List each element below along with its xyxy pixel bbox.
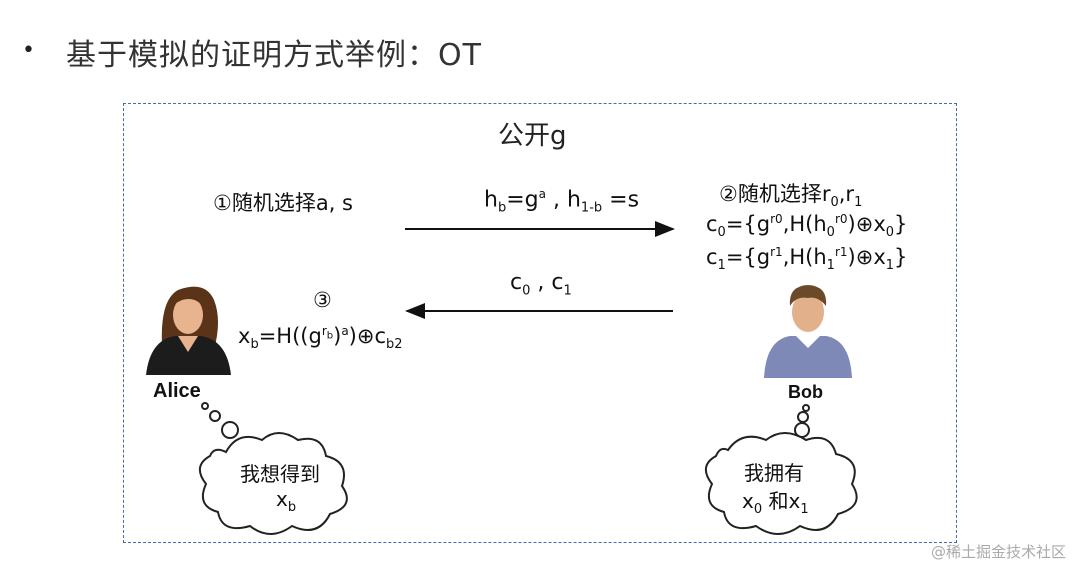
alice-cloud-line1: 我想得到: [240, 462, 320, 486]
bob-cloud-line1: 我拥有: [744, 461, 804, 485]
bob-c1-formula: c1={gr1,H(h1r1)⊕x1}: [706, 245, 908, 274]
bob-thought-cloud: [705, 404, 858, 535]
bullet: •: [22, 38, 35, 63]
bob-name: Bob: [788, 382, 823, 402]
slide-title: 基于模拟的证明方式举例：OT: [66, 38, 482, 73]
alice-step3-formula: xb=H((grb)a)⊕cb2: [238, 324, 403, 353]
public-label: 公开g: [498, 121, 567, 151]
alice-figure: [146, 286, 231, 375]
bob-step2: ②随机选择r0,r1: [719, 182, 863, 211]
bob-c0-formula: c0={gr0,H(h0r0)⊕x0}: [706, 212, 908, 241]
bob-figure: [764, 285, 852, 378]
message-backward: c0 , c1: [510, 270, 572, 299]
watermark: @稀土掘金技术社区: [930, 543, 1066, 561]
alice-step1: ①随机选择a, s: [213, 191, 353, 215]
alice-step3-number: ③: [313, 288, 332, 312]
message-forward: hb=ga , h1-b =s: [484, 187, 640, 216]
alice-name: Alice: [153, 380, 201, 402]
bob-cloud-line2: x0 和x1: [742, 489, 809, 517]
alice-thought-cloud: [199, 402, 348, 535]
diagram-frame: [123, 103, 957, 543]
alice-cloud-line2: xb: [276, 487, 297, 515]
